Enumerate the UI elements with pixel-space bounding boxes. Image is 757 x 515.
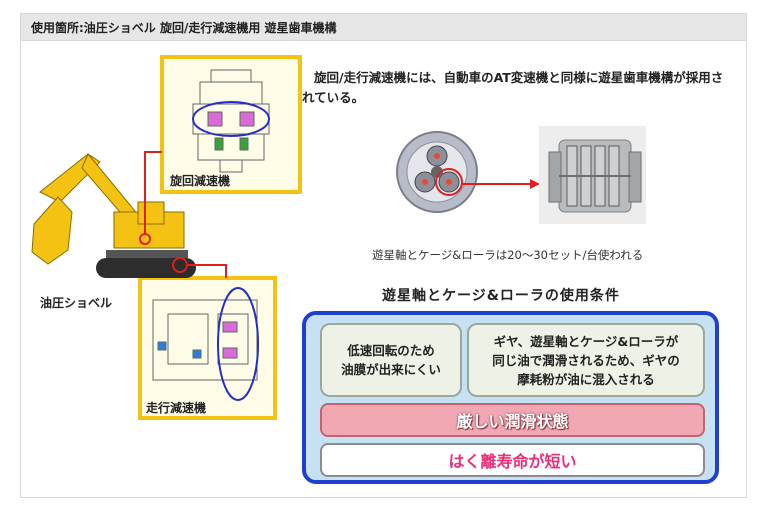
intro-text: 旋回/走行減速機には、自動車のAT変速機と同様に遊星歯車機構が採用されている。 xyxy=(302,70,724,105)
severe-lubrication-banner: 厳しい潤滑状態 xyxy=(320,403,705,437)
condition-shared-oil: ギヤ、遊星軸とケージ&ローラが 同じ油で潤滑されるため、ギヤの 摩耗粉が油に混入… xyxy=(467,323,705,397)
usage-caption: 遊星軸とケージ&ローラは20〜30セット/台使われる xyxy=(372,248,644,262)
swing-reducer-frame xyxy=(160,55,302,194)
excavator-label: 油圧ショベル xyxy=(40,295,112,310)
swing-reducer-label: 旋回減速機 xyxy=(169,173,230,188)
travel-reducer-label: 走行減速機 xyxy=(146,400,206,415)
planetary-gear-illustration xyxy=(396,131,540,213)
excavator-diagram: 旋回減速機 走行減速機 油圧ショベル xyxy=(31,55,302,420)
swing-reducer-illustration xyxy=(192,69,270,173)
swing-callout-line xyxy=(144,151,162,234)
travel-reducer-illustration xyxy=(152,287,259,401)
conditions-panel: 低速回転のため 油膜が出来にくい ギヤ、遊星軸とケージ&ローラが 同じ油で潤滑さ… xyxy=(302,311,719,484)
planet-gear-highlight xyxy=(435,168,463,196)
cage-roller-photo xyxy=(539,126,646,224)
section-title: 使用箇所:油圧ショベル 旋回/走行減速機用 遊星歯車機構 xyxy=(31,21,337,35)
short-life-banner: はく離寿命が短い xyxy=(320,443,705,477)
conditions-title: 遊星軸とケージ&ローラの使用条件 xyxy=(382,288,620,304)
section-header: 使用箇所:油圧ショベル 旋回/走行減速機用 遊星歯車機構 xyxy=(20,13,747,41)
condition-low-speed: 低速回転のため 油膜が出来にくい xyxy=(320,323,462,397)
travel-callout-line xyxy=(187,264,227,278)
